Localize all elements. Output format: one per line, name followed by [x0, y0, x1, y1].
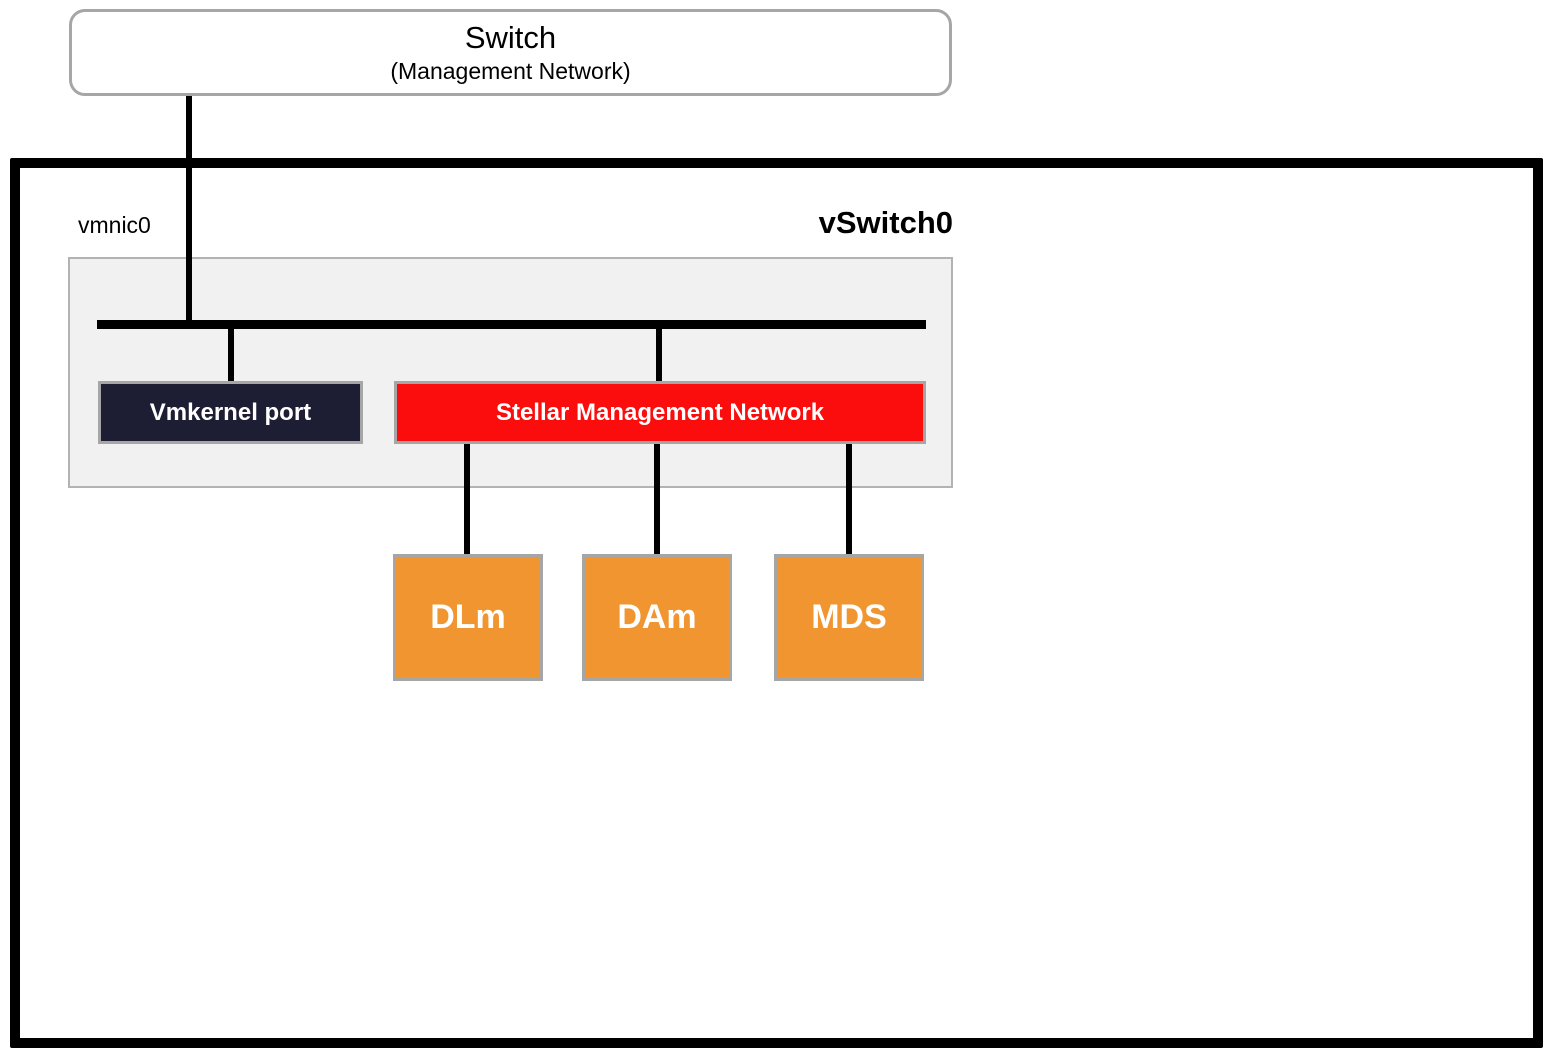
physical-switch-node: Switch (Management Network) [69, 9, 952, 96]
stellar-management-network-box: Stellar Management Network [394, 381, 926, 444]
vm-mds-label: MDS [811, 598, 887, 636]
vm-box-dlm: DLm [393, 554, 543, 681]
vmkernel-port-box: Vmkernel port [98, 381, 363, 444]
vmnic0-label: vmnic0 [78, 212, 151, 238]
switch-subtitle: (Management Network) [390, 57, 631, 84]
vm-box-mds: MDS [774, 554, 924, 681]
stellar-to-dam-line [654, 444, 660, 555]
vswitch-bus-line [97, 320, 926, 329]
vm-box-dam: DAm [582, 554, 732, 681]
stellar-to-dlm-line [464, 444, 470, 555]
stellar-management-network-label: Stellar Management Network [495, 398, 825, 426]
switch-title: Switch [464, 20, 557, 56]
uplink-connector-line [186, 95, 192, 325]
vswitch0-label: vSwitch0 [818, 205, 953, 240]
vm-dlm-label: DLm [430, 598, 506, 636]
host-outline-box [10, 158, 1543, 1048]
bus-to-stellar-line [656, 328, 662, 382]
vm-dam-label: DAm [617, 598, 697, 636]
stellar-to-mds-line [846, 444, 852, 555]
vmkernel-port-label: Vmkernel port [149, 398, 312, 426]
vswitch-panel [68, 257, 953, 488]
bus-to-vmkernel-line [228, 328, 234, 382]
